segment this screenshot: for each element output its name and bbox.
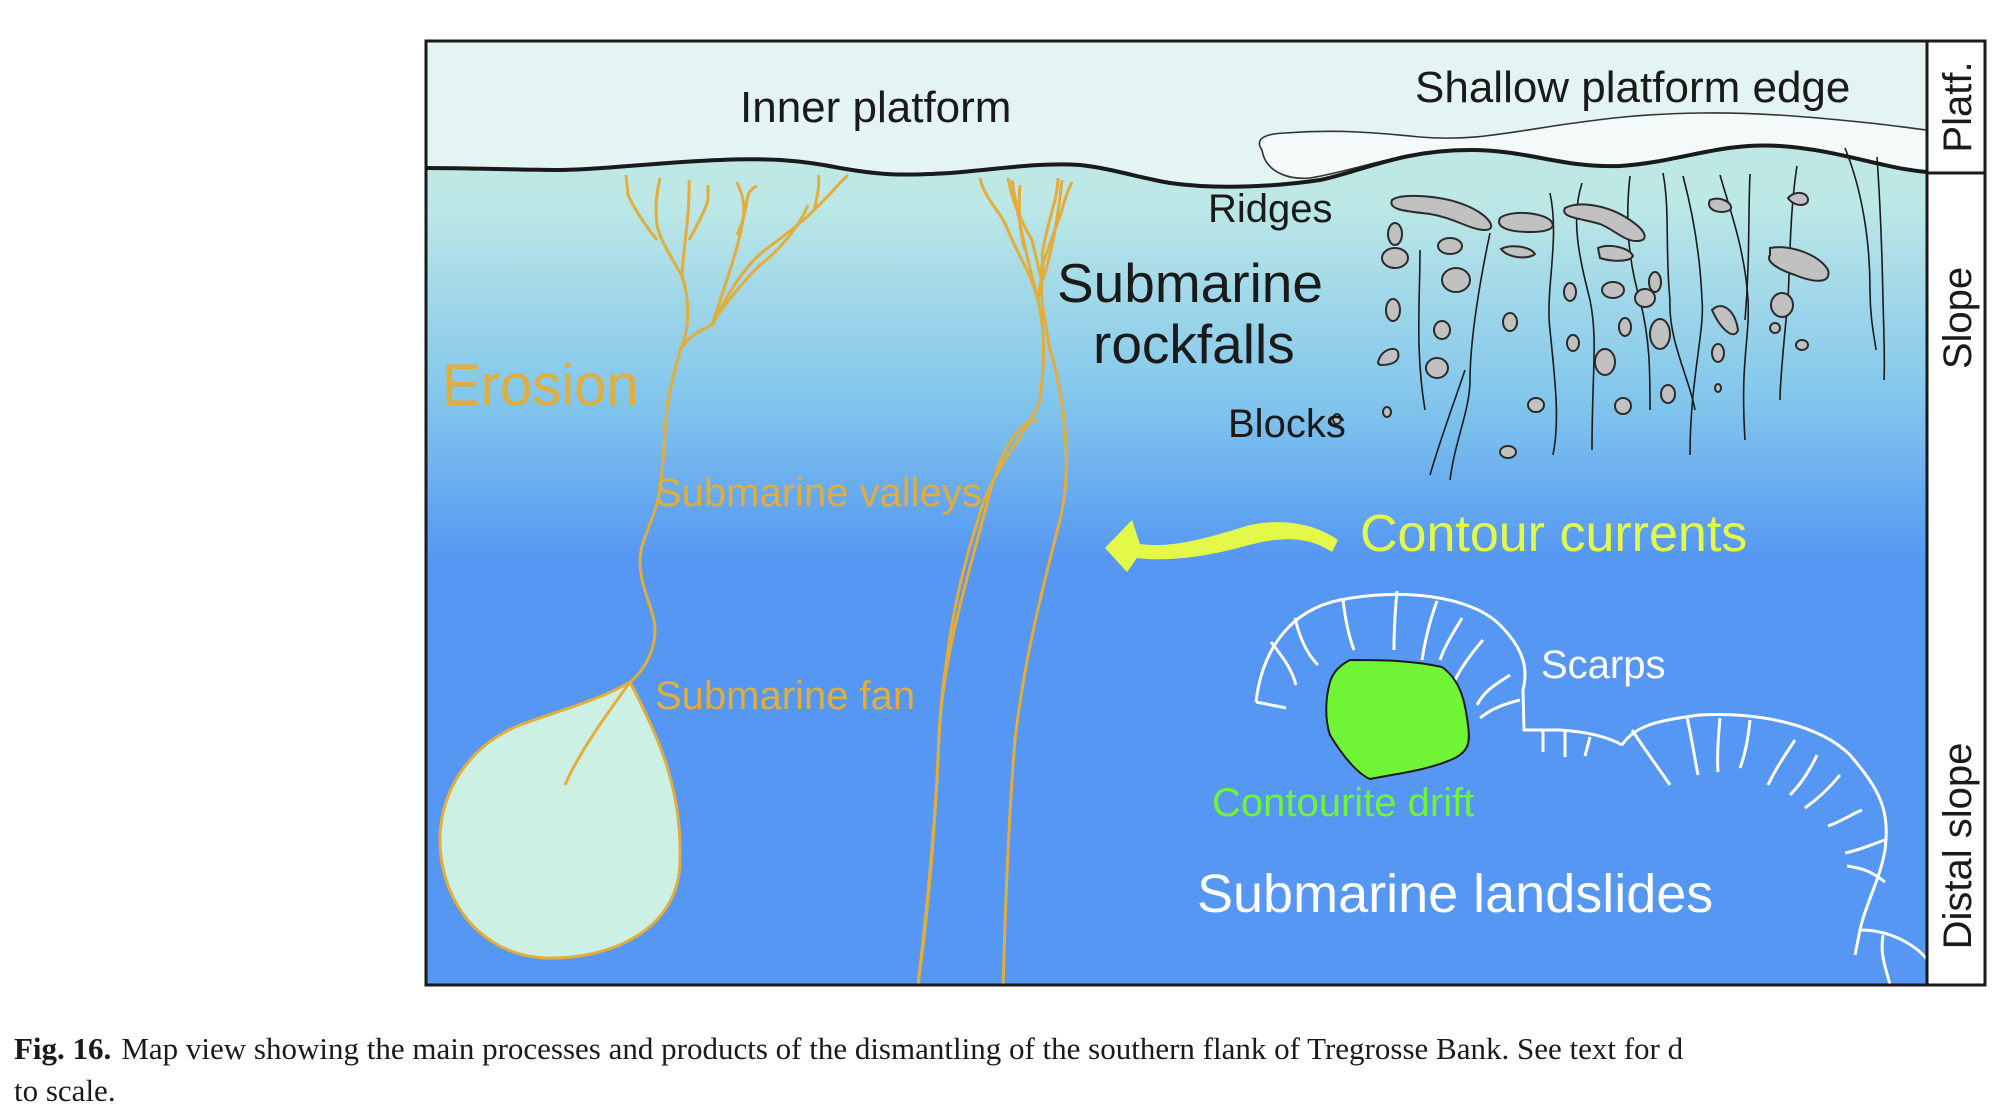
zone-label-distal-slope: Distal slope (1936, 743, 1980, 950)
block (1618, 317, 1632, 337)
label-blocks: Blocks (1228, 402, 1346, 446)
block (1711, 343, 1725, 363)
label-ridges: Ridges (1208, 187, 1333, 231)
contour-current-arrow (1105, 520, 1338, 572)
block (1566, 334, 1580, 352)
label-submarine-landslides: Submarine landslides (1197, 864, 1713, 924)
block (1601, 281, 1625, 299)
ridge (1596, 245, 1635, 262)
block (1649, 318, 1671, 350)
figure-caption: Fig. 16. Map view showing the main proces… (14, 1028, 2000, 1112)
label-erosion: Erosion (442, 353, 639, 418)
block (1433, 320, 1451, 340)
block (1332, 413, 1342, 425)
label-contour-currents: Contour currents (1360, 505, 1747, 563)
platform-edge-line (426, 143, 1927, 189)
caption-text-1: Map view showing the main processes and … (121, 1031, 1684, 1066)
ridge (1498, 212, 1554, 234)
block (1499, 445, 1517, 459)
ridge (1786, 192, 1810, 206)
fan-channel (563, 681, 632, 786)
caption-line-2: to scale. (14, 1073, 116, 1108)
block (1594, 348, 1616, 376)
ridge (1768, 246, 1830, 282)
block (1381, 247, 1409, 269)
block (1437, 237, 1463, 255)
label-contourite-drift: Contourite drift (1212, 781, 1474, 825)
zone-label-platform: Platf. (1936, 61, 1980, 152)
block (1527, 397, 1545, 413)
block (1648, 271, 1662, 293)
block (1441, 267, 1471, 293)
ridge (1563, 203, 1646, 243)
contourite-drift (1325, 658, 1470, 781)
block (1769, 322, 1781, 334)
figure-number: Fig. 16. (14, 1031, 112, 1066)
ridge (1708, 197, 1733, 213)
block (1385, 298, 1401, 322)
label-shallow-platform-edge: Shallow platform edge (1415, 63, 1850, 112)
label-submarine-valleys: Submarine valleys (655, 471, 982, 515)
block (1614, 397, 1632, 415)
ridges-and-blocks (1332, 192, 1830, 459)
caption-line-1: Fig. 16. Map view showing the main proces… (14, 1028, 2000, 1070)
block (1382, 406, 1392, 418)
block (1563, 282, 1577, 302)
label-rockfalls-line1: Submarine (1057, 252, 1323, 314)
label-rockfalls-line2: rockfalls (1093, 313, 1295, 375)
ridge (1499, 245, 1537, 259)
submarine-valley-second (916, 177, 1074, 985)
label-submarine-fan: Submarine fan (655, 674, 915, 718)
figure: Inner platform Shallow platform edge Rid… (424, 39, 1987, 987)
block (1425, 357, 1449, 379)
block (1376, 347, 1400, 367)
zone-column: Platf. Slope Distal slope (1925, 39, 1987, 987)
block (1634, 288, 1656, 308)
label-inner-platform: Inner platform (740, 83, 1011, 132)
landslide-scarps-1 (1254, 590, 1623, 757)
block (1660, 384, 1676, 404)
submarine-fan (438, 679, 682, 960)
block (1795, 339, 1809, 351)
block (1710, 305, 1740, 336)
landslide-scarps-2 (1620, 713, 1927, 985)
submarine-valley-trunk (624, 173, 849, 684)
block (1387, 222, 1403, 246)
label-scarps: Scarps (1541, 643, 1666, 687)
block (1502, 312, 1518, 332)
ridge (1390, 194, 1492, 232)
block (1770, 292, 1794, 318)
block (1714, 383, 1722, 393)
zone-label-slope: Slope (1936, 267, 1980, 369)
